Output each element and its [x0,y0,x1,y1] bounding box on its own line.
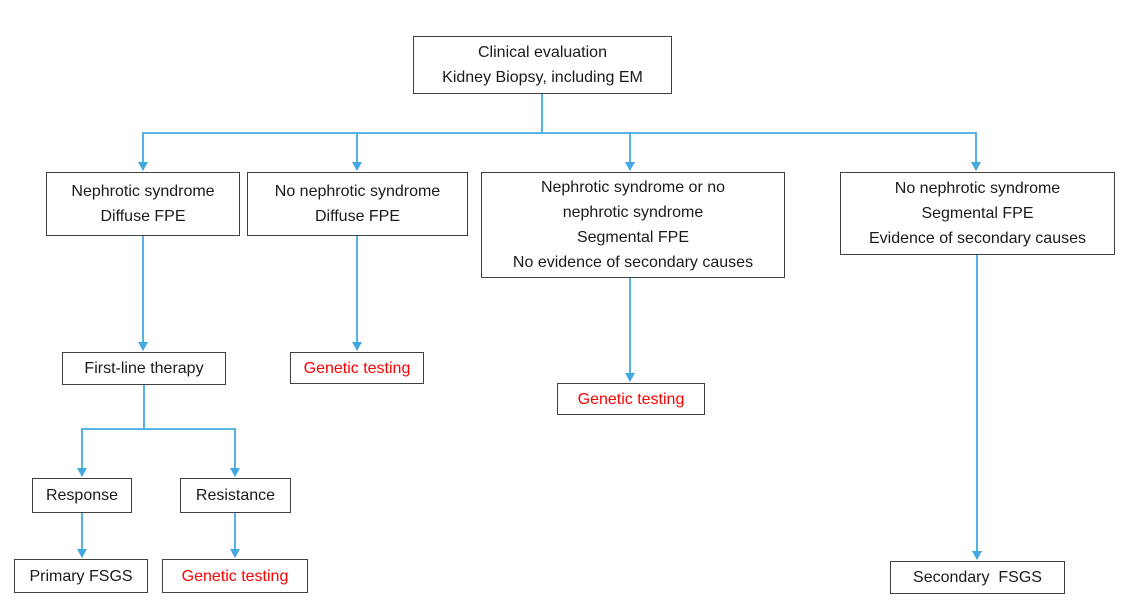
node-label: No nephrotic syndrome Diffuse FPE [274,183,441,225]
node-label: Nephrotic syndrome Diffuse FPE [71,183,215,225]
node-first-line-therapy: First-line therapy [62,352,226,385]
node-label: Genetic testing [303,359,411,377]
node-segmental-fpe-no-secondary-causes: Nephrotic syndrome or no nephrotic syndr… [481,172,785,278]
node-genetic-testing-3: Genetic testing [162,559,308,593]
node-response: Response [32,478,132,513]
node-label: Resistance [195,487,276,504]
node-label: Response [45,487,119,504]
node-nephrotic-diffuse-fpe: Nephrotic syndrome Diffuse FPE [46,172,240,236]
node-segmental-fpe-secondary-causes: No nephrotic syndrome Segmental FPE Evid… [840,172,1115,255]
node-secondary-fsgs: Secondary FSGS [890,561,1065,594]
node-primary-fsgs: Primary FSGS [14,559,148,593]
node-resistance: Resistance [180,478,291,513]
node-genetic-testing-2: Genetic testing [557,383,705,415]
node-label: Secondary FSGS [913,569,1042,586]
node-label: First-line therapy [84,360,204,377]
node-label: Clinical evaluation Kidney Biopsy, inclu… [442,44,643,86]
node-label: No nephrotic syndrome Segmental FPE Evid… [868,180,1086,247]
node-no-nephrotic-diffuse-fpe: No nephrotic syndrome Diffuse FPE [247,172,468,236]
node-label: Genetic testing [577,390,685,408]
node-clinical-evaluation: Clinical evaluation Kidney Biopsy, inclu… [413,36,672,94]
node-genetic-testing-1: Genetic testing [290,352,424,384]
node-label: Genetic testing [181,567,289,585]
node-label: Primary FSGS [29,567,133,585]
node-label: Nephrotic syndrome or no nephrotic syndr… [512,179,754,271]
